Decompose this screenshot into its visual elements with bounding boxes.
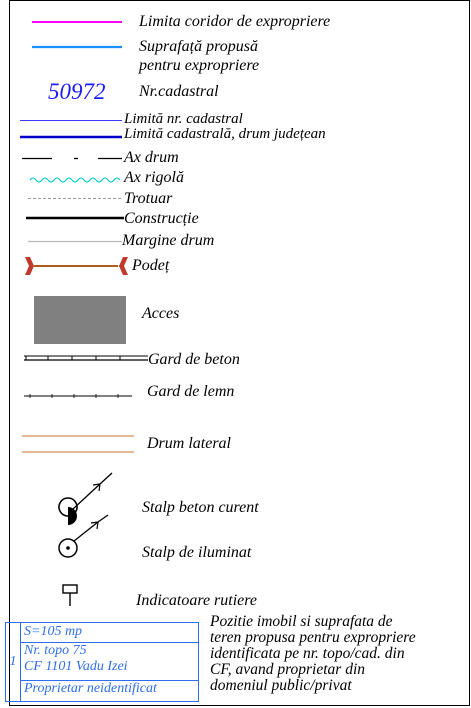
side-road-symbol <box>22 435 134 453</box>
parcel-description-line: domeniul public/privat <box>210 677 352 694</box>
county-road-limit-label: Limită cadastrală, drum județean <box>124 126 326 142</box>
parcel-cf: CF 1101 Vadu Izei <box>24 659 128 674</box>
expropriation-limit-label: Limita coridor de expropriere <box>139 13 331 30</box>
parcel-example-box: 1 S=105 mp Nr. topo 75 CF 1101 Vadu Izei… <box>5 622 199 702</box>
road-axis-symbol <box>22 157 122 160</box>
access-label: Acces <box>142 305 180 322</box>
sidewalk-label: Trotuar <box>124 190 173 207</box>
road-edge-symbol <box>28 240 122 243</box>
parcel-description-line: identificata pe nr. topo/cad. din <box>210 645 405 662</box>
road-edge-label: Margine drum <box>122 232 215 249</box>
road-sign-icon <box>62 584 78 606</box>
construction-label: Construcție <box>124 210 199 227</box>
sidewalk-symbol <box>28 198 122 199</box>
side-road-label: Drum lateral <box>147 435 231 452</box>
expropriation-limit-symbol <box>32 21 122 23</box>
concrete-fence-label: Gard de beton <box>148 351 240 368</box>
parcel-description-line: CF, avand proprietar din <box>210 661 366 678</box>
culvert-symbol <box>25 257 128 275</box>
ditch-axis-symbol <box>29 177 121 183</box>
cadastral-limit-label: Limită nr. cadastral <box>124 111 243 127</box>
parcel-index: 1 <box>6 623 21 701</box>
road-signs-label: Indicatoare rutiere <box>136 592 258 609</box>
ditch-axis-label: Ax rigolă <box>124 169 184 186</box>
proposed-area-label-line2: pentru expropriere <box>139 57 260 74</box>
cadastral-number-label: Nr.cadastral <box>139 83 219 100</box>
cadastral-number-sample: 50972 <box>48 79 106 104</box>
proposed-area-symbol <box>32 45 122 49</box>
parcel-description-line: Pozitie imobil si suprafata de <box>210 613 393 630</box>
parcel-owner: Proprietar neidentificat <box>21 680 198 697</box>
parcel-topo-number: Nr. topo 75 <box>21 642 198 659</box>
county-road-limit-symbol <box>20 135 122 139</box>
concrete-pole-icon <box>58 472 113 525</box>
parcel-description-line: teren propusa pentru expropriere <box>210 629 416 646</box>
parcel-area: S=105 mp <box>24 624 83 639</box>
concrete-pole-label: Stalp beton curent <box>142 499 259 516</box>
cadastral-limit-symbol <box>20 120 122 121</box>
parcel-description: Pozitie imobil si suprafata de teren pro… <box>210 614 470 694</box>
proposed-area-label-line1: Suprafață propusă <box>139 38 258 55</box>
access-symbol <box>34 296 126 344</box>
road-axis-label: Ax drum <box>124 149 179 166</box>
lighting-pole-icon <box>58 514 109 558</box>
construction-symbol <box>26 216 124 220</box>
culvert-label: Podeț <box>132 257 170 274</box>
concrete-fence-symbol <box>24 355 148 361</box>
lighting-pole-label: Stalp de iluminat <box>142 544 252 561</box>
legend-frame <box>9 0 470 706</box>
wooden-fence-symbol <box>24 394 132 398</box>
wooden-fence-label: Gard de lemn <box>147 383 235 400</box>
